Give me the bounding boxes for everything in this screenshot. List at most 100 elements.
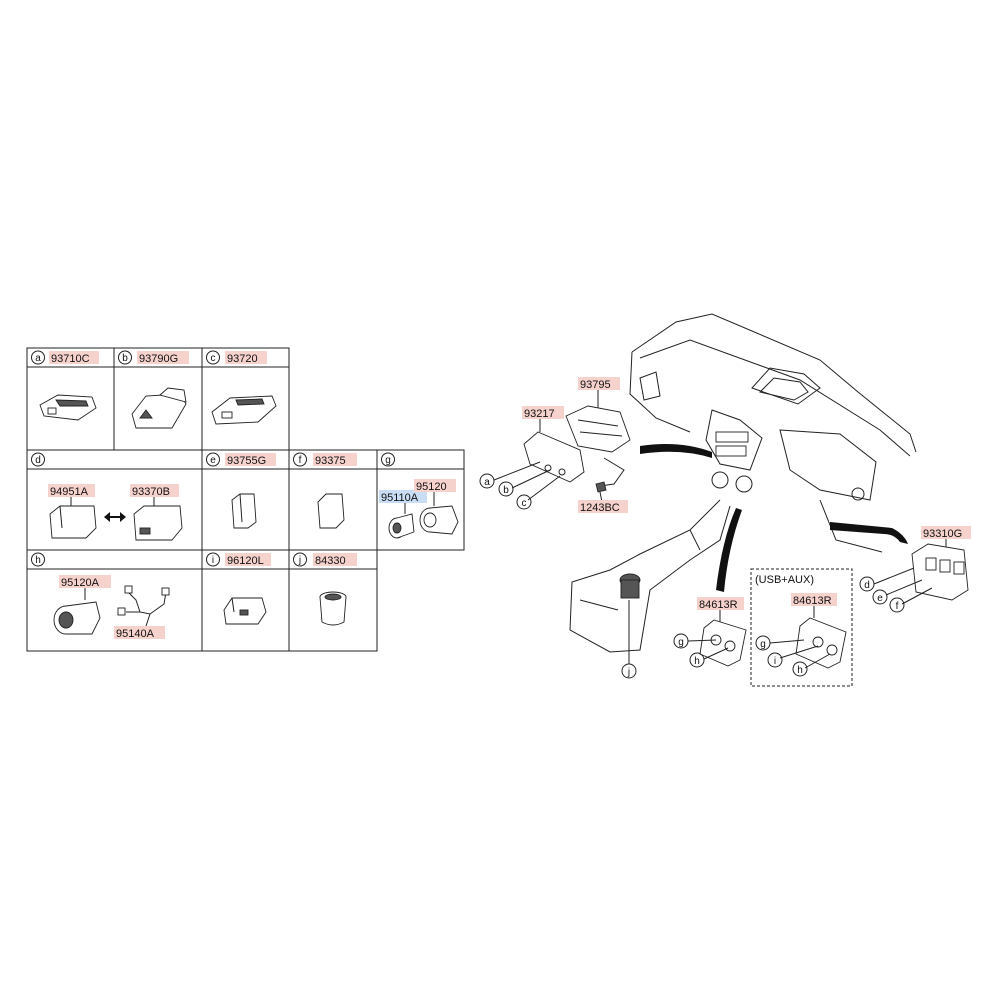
dashboard-illustration xyxy=(569,313,917,653)
callout-circle-a xyxy=(31,350,45,365)
cell-letter-d: d xyxy=(35,455,41,466)
cell-letter-c: c xyxy=(211,353,216,364)
callout-circle-b xyxy=(118,350,132,365)
part-number-93755G[interactable]: 93755G xyxy=(227,455,266,467)
part-highlight xyxy=(921,526,971,539)
part-number-84613R-left[interactable]: 84613R xyxy=(699,599,738,611)
callout-e[interactable]: e xyxy=(877,593,883,604)
part-number-93370B[interactable]: 93370B xyxy=(132,486,170,498)
part-highlight xyxy=(522,406,564,419)
part-number-95110A[interactable]: 95110A xyxy=(381,492,419,504)
switch-blank-e xyxy=(231,493,257,529)
callout-j[interactable]: j xyxy=(627,667,630,678)
callout-h-left[interactable]: h xyxy=(694,656,700,667)
usb-aux-box: (USB+AUX) 84613R g i h xyxy=(750,568,853,687)
callout-circle-f xyxy=(293,452,307,467)
switch-part-d1 xyxy=(49,505,97,539)
part-number-95140A[interactable]: 95140A xyxy=(116,628,155,640)
callout-93310G: 93310G d e f xyxy=(859,526,971,613)
parts-table xyxy=(26,347,465,652)
part-highlight xyxy=(225,351,267,364)
cell-i: i 96120L xyxy=(206,552,271,625)
callout-circle-e xyxy=(206,452,220,467)
part-number-95120A[interactable]: 95120A xyxy=(61,577,100,589)
cigar-lighter-part xyxy=(388,513,415,539)
cell-letter-b: b xyxy=(122,353,128,364)
part-number-94951A[interactable]: 94951A xyxy=(50,486,89,498)
usb-jack-part xyxy=(223,597,267,625)
part-highlight xyxy=(225,453,276,466)
callout-letters-abc: a b c xyxy=(479,473,532,510)
wiring-harness-part xyxy=(117,585,170,627)
usb-aux-title: (USB+AUX) xyxy=(755,574,814,586)
cell-letter-h: h xyxy=(35,555,41,566)
cell-f: f 93375 xyxy=(293,452,357,529)
callout-a[interactable]: a xyxy=(484,477,490,488)
part-number-93375[interactable]: 93375 xyxy=(315,455,346,467)
lighter-socket-part xyxy=(419,505,459,535)
callout-j-main: j xyxy=(621,600,637,679)
part-highlight xyxy=(578,500,628,513)
part-highlight xyxy=(578,377,620,390)
callout-circle-i xyxy=(206,552,220,567)
part-highlight xyxy=(48,484,95,497)
cell-d: d 94951A 93370B xyxy=(31,452,183,541)
callout-circle-h xyxy=(31,552,45,567)
callout-93217: 93217 xyxy=(493,406,585,501)
double-arrow-icon xyxy=(104,512,126,522)
cell-b: b 93790G xyxy=(118,350,189,429)
switch-part-a xyxy=(39,394,97,421)
cell-e: e 93755G xyxy=(206,452,276,529)
cell-letter-e: e xyxy=(210,455,216,466)
callout-circle-d xyxy=(31,452,45,467)
part-highlight xyxy=(313,453,357,466)
cell-h: h 95120A 95140A xyxy=(31,552,170,640)
switch-blank-f xyxy=(317,493,345,529)
part-number-93795[interactable]: 93795 xyxy=(580,379,611,391)
callout-h-right[interactable]: h xyxy=(797,665,803,676)
part-number-1243BC[interactable]: 1243BC xyxy=(580,502,620,514)
part-number-93720[interactable]: 93720 xyxy=(227,353,258,365)
part-highlight xyxy=(313,553,357,566)
part-highlight xyxy=(49,351,99,364)
callout-g-left[interactable]: g xyxy=(678,637,684,648)
leader-arrows xyxy=(640,444,908,592)
switch-part-c xyxy=(211,395,277,425)
cell-a: a 93710C xyxy=(31,350,99,421)
part-number-84330[interactable]: 84330 xyxy=(315,555,346,567)
power-outlet-part xyxy=(53,601,101,635)
cup-holder-part xyxy=(319,591,347,626)
part-highlight xyxy=(130,484,179,497)
part-number-93710C[interactable]: 93710C xyxy=(51,353,90,365)
callout-circle-j xyxy=(293,552,307,567)
cell-c: c 93720 xyxy=(206,350,277,425)
part-number-84613R-right[interactable]: 84613R xyxy=(793,595,832,607)
callout-circle-c xyxy=(206,350,220,365)
callout-c[interactable]: c xyxy=(522,498,527,509)
callout-d[interactable]: d xyxy=(864,580,870,591)
callout-84613R-left: 84613R g h xyxy=(673,597,747,668)
part-number-95120[interactable]: 95120 xyxy=(416,481,447,493)
callout-b[interactable]: b xyxy=(503,485,509,496)
callout-circle-g xyxy=(381,452,395,467)
part-number-93217[interactable]: 93217 xyxy=(524,408,555,420)
callout-1243BC: 1243BC xyxy=(578,457,628,514)
cell-letter-a: a xyxy=(35,353,41,364)
part-highlight xyxy=(697,597,744,610)
part-highlight xyxy=(59,575,111,588)
callout-g-right[interactable]: g xyxy=(760,639,766,650)
part-highlight-selected xyxy=(379,490,427,503)
part-number-96120L[interactable]: 96120L xyxy=(227,555,264,567)
callout-f[interactable]: f xyxy=(896,601,899,612)
part-number-93790G[interactable]: 93790G xyxy=(139,353,178,365)
part-highlight xyxy=(414,479,456,492)
switch-part-d2 xyxy=(133,505,183,541)
hazard-switch-part-b xyxy=(131,387,187,429)
callout-93795: 93795 xyxy=(565,377,631,453)
cell-letter-j: j xyxy=(298,555,301,566)
part-highlight xyxy=(137,351,189,364)
part-highlight xyxy=(791,593,837,606)
part-number-93310G[interactable]: 93310G xyxy=(923,528,962,540)
callout-i-right[interactable]: i xyxy=(774,656,776,667)
